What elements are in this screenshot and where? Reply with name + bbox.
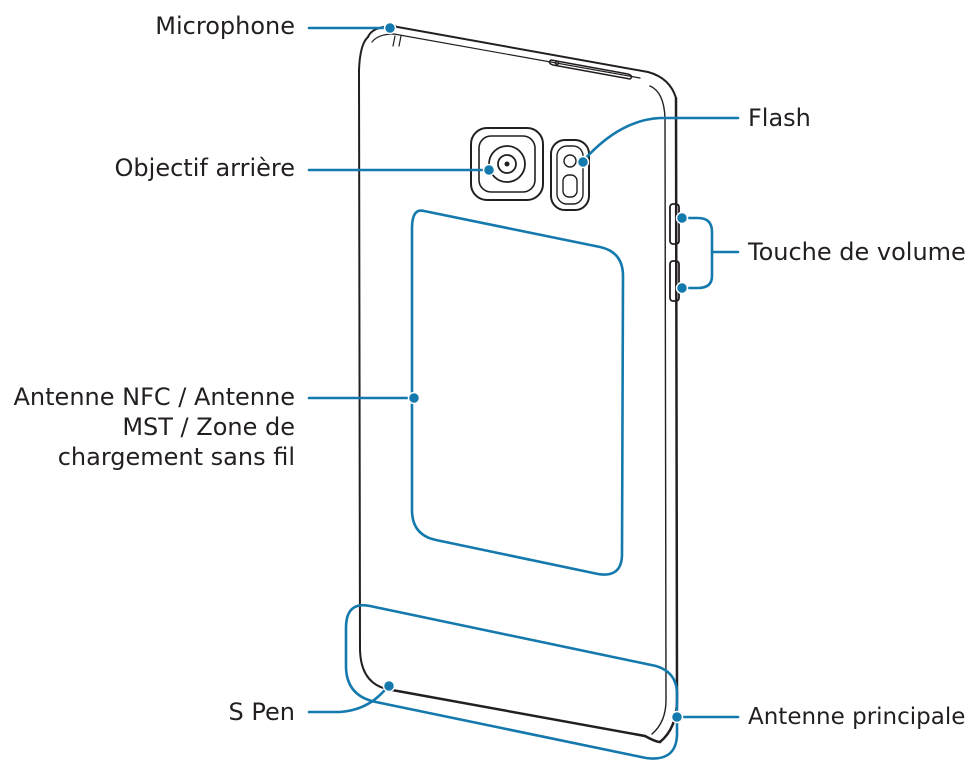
camera-lens-center xyxy=(504,161,510,167)
flash-inner xyxy=(556,145,584,205)
phone-side-frame xyxy=(649,85,667,735)
sim-tray xyxy=(548,59,633,80)
s-pen-leader xyxy=(307,684,390,714)
volume-up-dot xyxy=(675,211,689,225)
rear-camera xyxy=(470,127,544,201)
nfc-label-line-1: Antenne NFC / Antenne xyxy=(13,383,295,411)
s-pen-label: S Pen xyxy=(228,698,295,726)
flash-led-bottom xyxy=(562,174,578,198)
top-notch xyxy=(392,35,396,47)
nfc-dot xyxy=(407,391,421,405)
nfc-area-outline xyxy=(410,209,625,576)
phone-right-edge xyxy=(658,96,679,744)
flash-module xyxy=(550,139,590,211)
sim-eject-hole xyxy=(554,60,560,66)
phone-bottom-edge xyxy=(390,688,662,744)
rear-lens-label: Objectif arrière xyxy=(114,154,295,182)
nfc-label-line-3: chargement sans fil xyxy=(57,443,295,471)
volume-down-dot xyxy=(675,281,689,295)
volume-key-label: Touche de volume xyxy=(748,238,966,266)
camera-lens xyxy=(497,154,517,174)
camera-inner-frame xyxy=(478,135,536,193)
callouts xyxy=(307,26,740,760)
flash-outer xyxy=(550,139,590,211)
phone-top-edge xyxy=(367,25,677,99)
main-antenna-dot xyxy=(670,710,684,724)
microphone-label: Microphone xyxy=(155,12,295,40)
top-notch-2 xyxy=(398,35,402,47)
flash-label: Flash xyxy=(748,104,811,132)
rear-lens-dot xyxy=(482,163,496,177)
flash-led-top xyxy=(563,154,577,168)
flash-leader xyxy=(582,116,740,162)
camera-outer-frame xyxy=(470,127,544,201)
microphone-dot xyxy=(383,21,397,35)
phone-top-frame xyxy=(371,33,641,79)
callout-dots xyxy=(382,21,689,724)
nfc-label-line-2: MST / Zone de xyxy=(122,413,295,441)
s-pen-dot xyxy=(382,679,396,693)
volume-up-key xyxy=(669,203,680,245)
phone-back-left-edge xyxy=(358,36,393,691)
bottom-antenna-outline xyxy=(344,603,679,760)
volume-bracket xyxy=(681,216,714,290)
main-antenna-label: Antenne principale xyxy=(748,704,966,730)
volume-down-key xyxy=(669,260,680,302)
flash-dot xyxy=(576,155,590,169)
phone-body xyxy=(358,24,680,744)
